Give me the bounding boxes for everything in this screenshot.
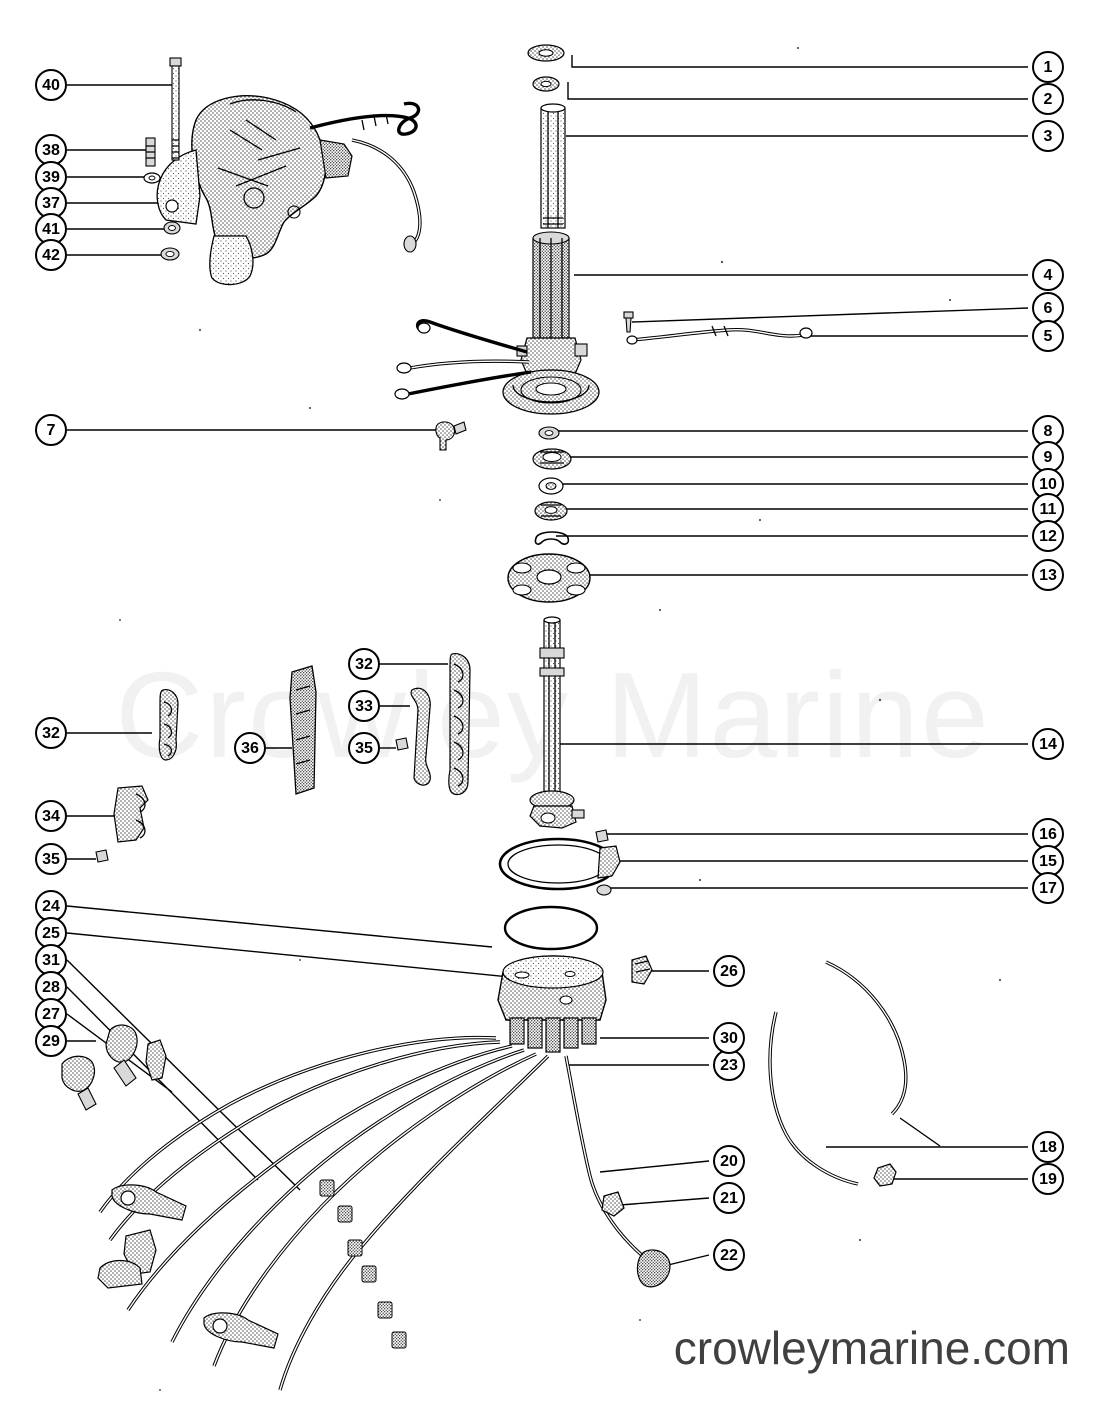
hardware-stack <box>532 426 572 545</box>
callout-2-nut[interactable]: 2 <box>1032 83 1064 115</box>
callout-40-bolt-long[interactable]: 40 <box>35 69 67 101</box>
callout-13-breaker-plate[interactable]: 13 <box>1032 559 1064 591</box>
upper-shaft-part <box>540 103 566 229</box>
callout-6-screw[interactable]: 6 <box>1032 292 1064 324</box>
leader-line <box>619 1197 710 1206</box>
callout-34-clip-bracket[interactable]: 34 <box>35 800 67 832</box>
leader-line <box>66 905 493 948</box>
leader-line <box>631 307 1029 323</box>
callout-33-strap[interactable]: 33 <box>348 690 380 722</box>
callout-23-cap-tower[interactable]: 23 <box>713 1049 745 1081</box>
bolt-long-part <box>169 57 182 161</box>
callout-12-retaining-ring[interactable]: 12 <box>1032 520 1064 552</box>
spark-plug-wire-set <box>61 1024 671 1391</box>
callout-3-shaft-upper[interactable]: 3 <box>1032 120 1064 152</box>
alternator-assembly <box>156 95 422 286</box>
leader-line <box>663 1254 710 1267</box>
lock-washer-part <box>163 221 181 235</box>
leader-line <box>66 986 259 1181</box>
callout-7-grease-fitting[interactable]: 7 <box>35 414 67 446</box>
screw-small-part <box>623 311 634 333</box>
leader-line <box>567 82 1028 100</box>
callout-14-distributor-shaft[interactable]: 14 <box>1032 728 1064 760</box>
callout-11-gear[interactable]: 11 <box>1032 493 1064 525</box>
callout-35-screw-small[interactable]: 35 <box>35 843 67 875</box>
washer-stud-part <box>143 172 161 184</box>
leader-line <box>66 932 521 979</box>
stud-part <box>145 137 156 167</box>
breaker-plate-part <box>507 553 591 603</box>
callout-20-wire-assembly[interactable]: 20 <box>713 1145 745 1177</box>
callout-19-clip[interactable]: 19 <box>1032 1163 1064 1195</box>
callout-5-lead-wire[interactable]: 5 <box>1032 320 1064 352</box>
conduit-arcs <box>768 960 941 1187</box>
nut-top-part <box>532 76 560 92</box>
hex-nut-part <box>160 247 180 261</box>
callout-25-o-ring[interactable]: 25 <box>35 917 67 949</box>
callout-32-bracket-left[interactable]: 32 <box>35 717 67 749</box>
callout-27-wire-short[interactable]: 27 <box>35 998 67 1030</box>
callout-29-boot[interactable]: 29 <box>35 1025 67 1057</box>
callout-15-clamp[interactable]: 15 <box>1032 845 1064 877</box>
clamp-ring-part <box>498 829 621 896</box>
callout-30-distributor-cap[interactable]: 30 <box>713 1022 745 1054</box>
leader-line <box>66 959 301 1191</box>
callout-41-lock-washer[interactable]: 41 <box>35 213 67 245</box>
distributor-cap-part <box>497 955 607 1053</box>
lead-wire-part <box>626 325 813 345</box>
callout-1-washer[interactable]: 1 <box>1032 51 1064 83</box>
callout-4-rotor-shaft[interactable]: 4 <box>1032 259 1064 291</box>
callout-26-rotor-button[interactable]: 26 <box>713 955 745 987</box>
gasket-ring-part <box>503 905 599 951</box>
callout-17-nut-clamp[interactable]: 17 <box>1032 872 1064 904</box>
rotor-shaft-assembly <box>394 231 600 415</box>
leader-line <box>66 1013 173 1093</box>
callout-42-nut-hex[interactable]: 42 <box>35 239 67 271</box>
grease-fitting-part <box>435 421 467 451</box>
callout-32-bracket-right[interactable]: 32 <box>348 648 380 680</box>
watermark-crowley-marine: Crowley Marine <box>115 647 991 783</box>
callout-36-retainer[interactable]: 36 <box>234 732 266 764</box>
callout-22-terminal-boot[interactable]: 22 <box>713 1239 745 1271</box>
callout-16-screw-clamp[interactable]: 16 <box>1032 818 1064 850</box>
callout-21-connector[interactable]: 21 <box>713 1182 745 1214</box>
callout-35-screw-small-2[interactable]: 35 <box>348 732 380 764</box>
washer-top-part <box>527 44 565 62</box>
watermark-url: crowleymarine.com <box>673 1322 1070 1374</box>
rotor-button-part <box>631 955 653 985</box>
callout-18-conduit[interactable]: 18 <box>1032 1131 1064 1163</box>
leader-line <box>571 55 1028 68</box>
leader-line <box>599 1160 710 1173</box>
callout-39-washer-stud[interactable]: 39 <box>35 161 67 193</box>
